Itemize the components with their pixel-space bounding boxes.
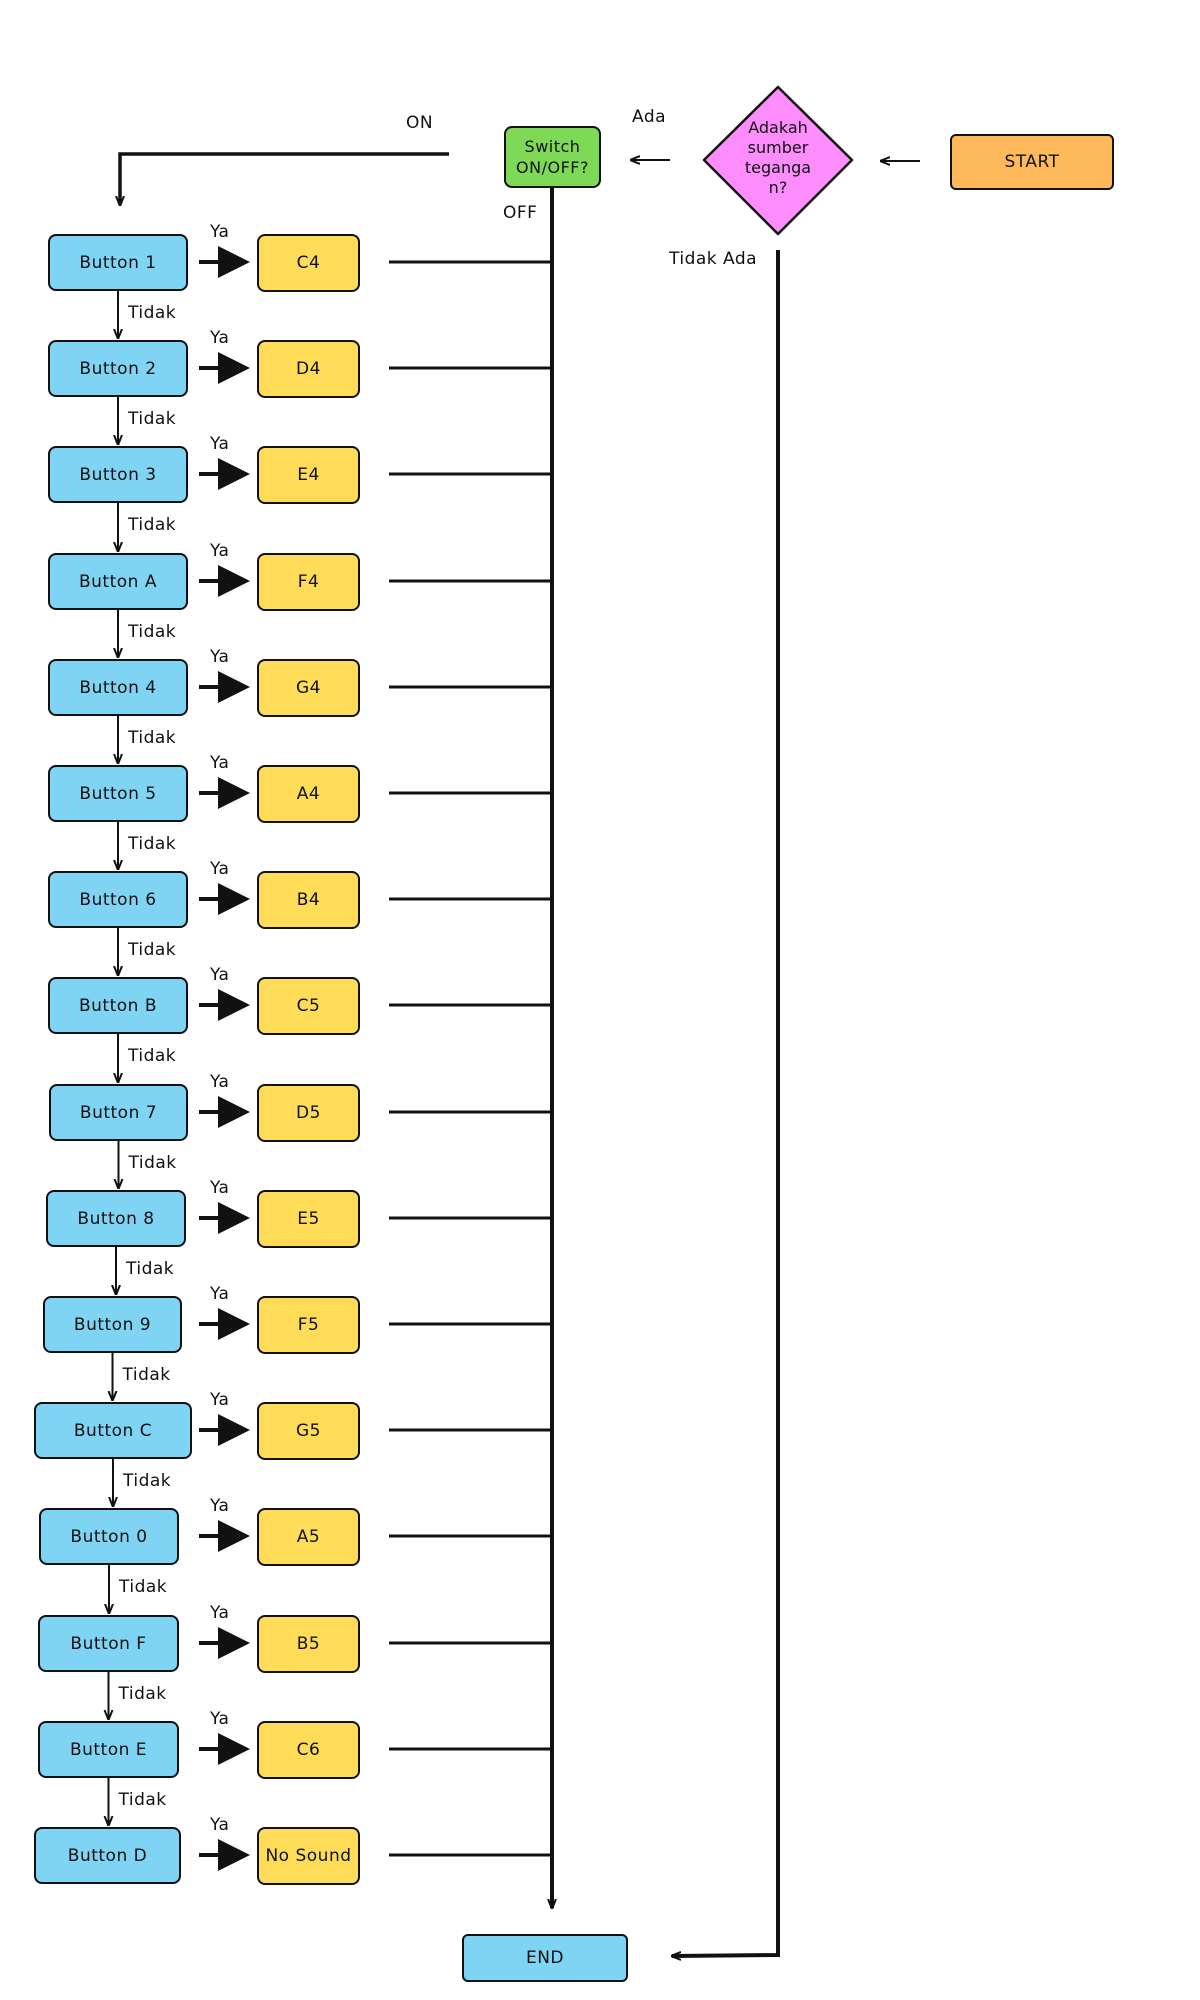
off-label: OFF xyxy=(503,203,538,223)
tidak-label: Tidak xyxy=(118,1684,167,1704)
flow-button-3: Button 3 xyxy=(48,446,188,503)
flow-button-16: Button D xyxy=(34,1827,181,1884)
flow-button-1: Button 1 xyxy=(48,234,188,291)
note-box-5: G4 xyxy=(257,659,360,717)
note-box-16: No Sound xyxy=(257,1827,360,1885)
flow-button-8: Button B xyxy=(48,977,188,1034)
ya-label: Ya xyxy=(210,1390,230,1410)
flow-button-9: Button 7 xyxy=(49,1084,188,1141)
ya-label: Ya xyxy=(210,541,230,561)
flow-button-13: Button 0 xyxy=(39,1508,179,1565)
tidak-label: Tidak xyxy=(128,940,177,960)
ya-label: Ya xyxy=(210,1072,230,1092)
flow-button-6: Button 5 xyxy=(48,765,188,822)
note-box-2: D4 xyxy=(257,340,360,398)
ya-label: Ya xyxy=(210,434,230,454)
tidak-label: Tidak xyxy=(128,1046,177,1066)
decision-label: Adakah sumber teganga n? xyxy=(744,118,812,197)
ya-label: Ya xyxy=(210,1603,230,1623)
ya-label: Ya xyxy=(210,647,230,667)
ya-label: Ya xyxy=(210,1496,230,1516)
on-label: ON xyxy=(406,113,434,133)
ya-label: Ya xyxy=(210,859,230,879)
ya-label: Ya xyxy=(210,1178,230,1198)
flow-button-5: Button 4 xyxy=(48,659,188,716)
tidak-ada-label: Tidak Ada xyxy=(669,249,758,269)
flow-button-15: Button E xyxy=(38,1721,179,1778)
flow-button-11: Button 9 xyxy=(43,1296,182,1353)
tidak-label: Tidak xyxy=(128,303,177,323)
flow-button-4: Button A xyxy=(48,553,188,610)
ya-label: Ya xyxy=(210,753,230,773)
end-terminal: END xyxy=(462,1934,628,1982)
note-box-12: G5 xyxy=(257,1402,360,1460)
decision-diamond xyxy=(702,85,854,236)
flow-button-12: Button C xyxy=(34,1402,192,1459)
flow-button-2: Button 2 xyxy=(48,340,188,397)
ya-label: Ya xyxy=(210,965,230,985)
note-box-9: D5 xyxy=(257,1084,360,1142)
tidak-label: Tidak xyxy=(119,1577,168,1597)
switch-on-off-node: Switch ON/OFF? xyxy=(504,126,601,188)
tidak-label: Tidak xyxy=(126,1259,175,1279)
ya-label: Ya xyxy=(210,328,230,348)
tidak-label: Tidak xyxy=(118,1790,167,1810)
note-box-6: A4 xyxy=(257,765,360,823)
tidak-label: Tidak xyxy=(128,728,177,748)
flow-button-10: Button 8 xyxy=(46,1190,186,1247)
ya-label: Ya xyxy=(210,1815,230,1835)
tidak-label: Tidak xyxy=(128,515,177,535)
flow-button-14: Button F xyxy=(38,1615,179,1672)
note-box-13: A5 xyxy=(257,1508,360,1566)
note-box-4: F4 xyxy=(257,553,360,611)
note-box-10: E5 xyxy=(257,1190,360,1248)
ya-label: Ya xyxy=(210,1709,230,1729)
note-box-3: E4 xyxy=(257,446,360,504)
note-box-15: C6 xyxy=(257,1721,360,1779)
line-no-voltage-to-end xyxy=(672,250,780,1956)
ya-label: Ya xyxy=(210,1284,230,1304)
arrow-switch-on-to-button-1 xyxy=(120,152,449,205)
ada-label: Ada xyxy=(632,107,667,127)
tidak-label: Tidak xyxy=(128,1153,177,1173)
tidak-label: Tidak xyxy=(123,1471,172,1491)
tidak-label: Tidak xyxy=(128,622,177,642)
note-box-14: B5 xyxy=(257,1615,360,1673)
tidak-label: Tidak xyxy=(128,834,177,854)
flow-button-7: Button 6 xyxy=(48,871,188,928)
note-box-11: F5 xyxy=(257,1296,360,1354)
note-box-1: C4 xyxy=(257,234,360,292)
start-terminal: START xyxy=(950,134,1114,190)
tidak-label: Tidak xyxy=(122,1365,171,1385)
note-box-7: B4 xyxy=(257,871,360,929)
tidak-label: Tidak xyxy=(128,409,177,429)
note-box-8: C5 xyxy=(257,977,360,1035)
ya-label: Ya xyxy=(210,222,230,242)
